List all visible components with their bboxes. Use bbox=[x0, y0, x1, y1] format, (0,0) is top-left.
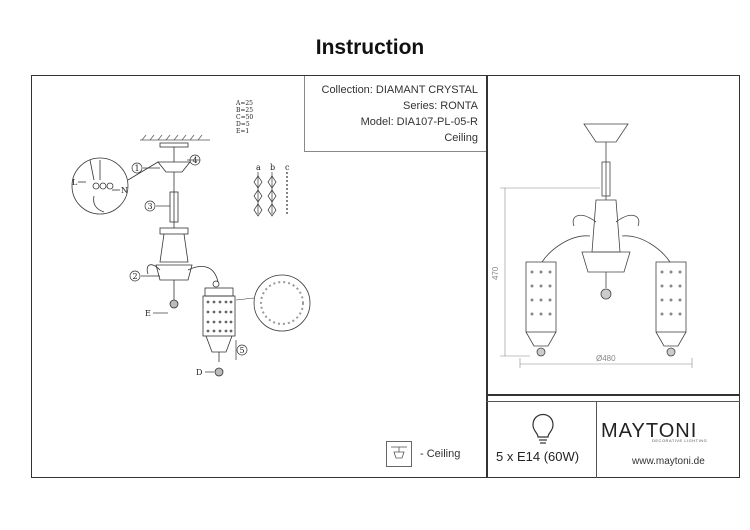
drawing-frame bbox=[31, 75, 740, 478]
brand-logo: MAYTONI bbox=[601, 420, 698, 442]
callout-lines bbox=[141, 159, 237, 373]
wiring-detail bbox=[71, 157, 159, 215]
callout-e: E bbox=[145, 309, 151, 318]
canopy bbox=[157, 142, 191, 228]
horizontal-divider-inner bbox=[486, 401, 740, 402]
bulb-icon bbox=[532, 413, 554, 444]
collection-line: Collection: DIAMANT CRYSTAL bbox=[321, 84, 479, 96]
brand-tagline: DECORATIVE LIGHTING bbox=[652, 438, 708, 443]
part-b: B=25 bbox=[236, 107, 254, 114]
page-title: Instruction bbox=[315, 36, 425, 59]
dimension-lines bbox=[500, 187, 693, 368]
height-dimension: 470 bbox=[491, 266, 500, 280]
part-a: A=25 bbox=[236, 100, 253, 107]
ceiling-legend-label: - Ceiling bbox=[420, 448, 461, 460]
crystal-shade bbox=[202, 287, 236, 377]
crystal-ring bbox=[235, 274, 311, 332]
callout-labels: 1 4 3 2 5 E D L N a b c bbox=[72, 154, 290, 377]
part-d: D=5 bbox=[236, 121, 250, 128]
ceiling-legend-box bbox=[386, 441, 412, 467]
front-view-drawing bbox=[525, 123, 687, 357]
horizontal-divider bbox=[486, 394, 740, 396]
part-c: C=50 bbox=[236, 114, 254, 121]
ceiling-icon bbox=[391, 446, 407, 459]
crystal-label-a: a bbox=[256, 163, 261, 172]
width-dimension: Ø480 bbox=[596, 354, 616, 363]
callout-l: L bbox=[72, 178, 78, 187]
callout-1: 1 bbox=[135, 164, 140, 173]
callout-4: 4 bbox=[193, 156, 198, 165]
ceiling-hatch bbox=[140, 134, 210, 141]
mounting-line: Ceiling bbox=[444, 132, 478, 144]
crystal-label-c: c bbox=[285, 163, 290, 172]
series-line: Series: RONTA bbox=[403, 100, 478, 112]
part-e: E=1 bbox=[236, 128, 250, 135]
model-line: Model: DIA107-PL-05-R bbox=[360, 116, 478, 128]
parts-list: A=25 B=25 C=50 D=5 E=1 bbox=[236, 100, 253, 135]
chandelier-body bbox=[146, 227, 220, 309]
bulb-spec: 5 x E14 (60W) bbox=[496, 449, 580, 464]
callout-2: 2 bbox=[133, 272, 138, 281]
footer-divider bbox=[596, 401, 597, 478]
website-link[interactable]: www.maytoni.de bbox=[632, 456, 705, 467]
crystal-chains bbox=[253, 172, 288, 217]
callout-5: 5 bbox=[240, 346, 245, 355]
crystal-label-b: b bbox=[270, 163, 275, 172]
vertical-divider bbox=[486, 75, 488, 478]
callout-n: N bbox=[121, 186, 128, 195]
callout-3: 3 bbox=[148, 202, 153, 211]
info-box: Collection: DIAMANT CRYSTAL Series: RONT… bbox=[304, 76, 486, 152]
callout-d: D bbox=[196, 368, 202, 377]
